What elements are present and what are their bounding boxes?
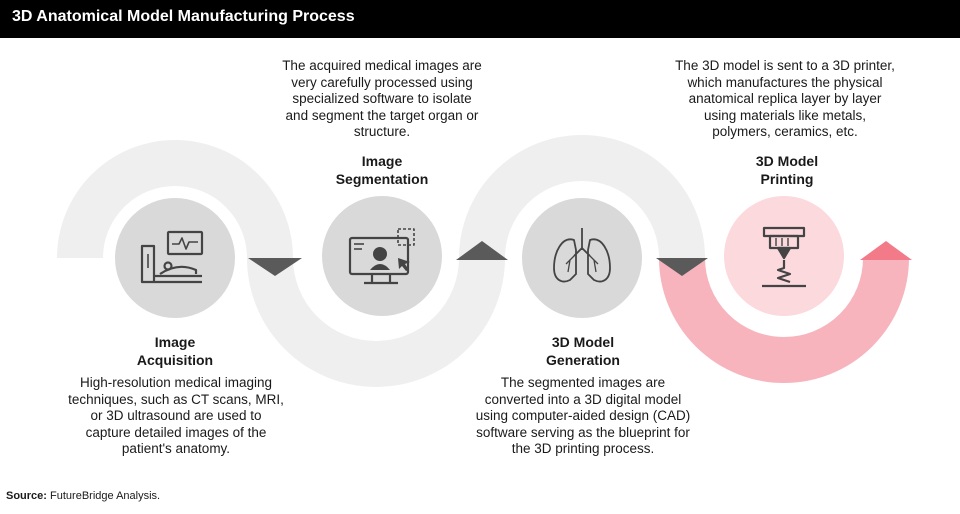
- wave-band-3: [459, 135, 705, 259]
- header-bar: 3D Anatomical Model Manufacturing Proces…: [0, 0, 960, 38]
- step-4-title: 3D Model Printing: [712, 152, 862, 188]
- monitor-user-select-icon: [348, 228, 415, 285]
- step-4-title-line1: 3D Model: [755, 153, 819, 169]
- 3d-printer-icon: [762, 226, 806, 288]
- step-2-title-line2: Segmentation: [335, 171, 429, 187]
- arrow-up-pink: [860, 241, 912, 260]
- step-1-title: Image Acquisition: [95, 333, 255, 369]
- step-4-description: The 3D model is sent to a 3D printer, wh…: [675, 58, 895, 139]
- lungs-icon: [553, 228, 611, 283]
- source-note: Source: FutureBridge Analysis.: [6, 490, 160, 502]
- step-3-description: The segmented images are converted into …: [475, 375, 691, 456]
- wave-band-pink: [659, 257, 909, 383]
- step-3-title-line2: Generation: [546, 352, 620, 368]
- step-2-title: Image Segmentation: [300, 152, 464, 188]
- source-text: FutureBridge Analysis.: [46, 490, 161, 502]
- step-2-description: The acquired medical images are very car…: [282, 58, 482, 139]
- step-1-title-line2: Acquisition: [136, 352, 214, 368]
- arrow-down-3: [656, 258, 708, 276]
- arrow-up-2: [456, 241, 508, 260]
- step-3-title-line1: 3D Model: [551, 334, 615, 350]
- step-1-title-line1: Image: [154, 334, 196, 350]
- step-circle-3: [522, 198, 642, 318]
- page-title: 3D Anatomical Model Manufacturing Proces…: [12, 8, 355, 25]
- source-label: Source:: [6, 490, 47, 502]
- arrow-down-1: [248, 258, 302, 276]
- step-3-title: 3D Model Generation: [508, 333, 658, 369]
- wave-band-2: [247, 257, 505, 387]
- step-circle-1: [115, 198, 235, 318]
- step-1-description: High-resolution medical imaging techniqu…: [68, 375, 284, 456]
- wave-band-1: [57, 140, 293, 259]
- step-2-title-line1: Image: [361, 153, 403, 169]
- medical-scanner-icon: [140, 230, 204, 284]
- step-4-title-line2: Printing: [760, 171, 814, 187]
